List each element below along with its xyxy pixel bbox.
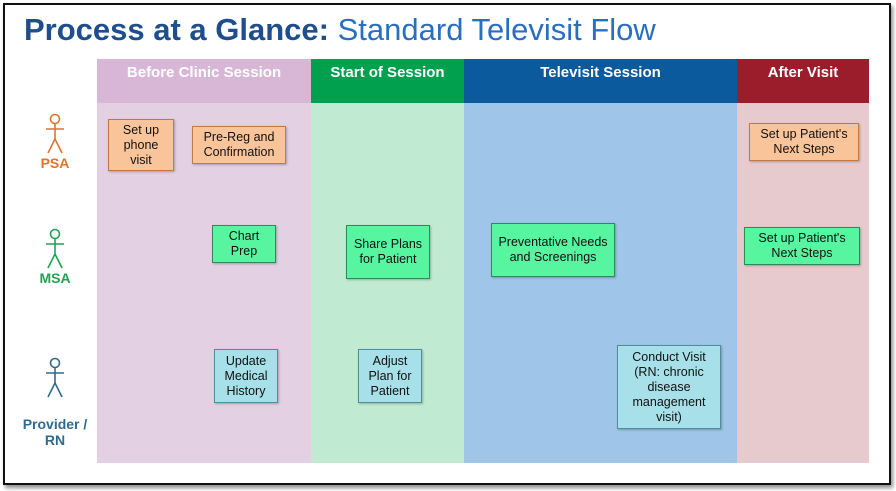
box-prereg-confirmation: Pre-Reg and Confirmation bbox=[192, 126, 286, 164]
diagram-frame: Process at a Glance: Standard Televisit … bbox=[3, 3, 891, 485]
lane-after-visit: After Visit bbox=[737, 59, 869, 463]
box-psa-next-steps: Set up Patient's Next Steps bbox=[749, 123, 859, 161]
role-msa: MSA bbox=[25, 228, 85, 286]
role-label-psa: PSA bbox=[40, 155, 70, 171]
lane-header-televisit: Televisit Session bbox=[464, 59, 737, 103]
person-icon bbox=[46, 228, 64, 269]
lane-header-after: After Visit bbox=[737, 59, 869, 103]
person-icon bbox=[46, 357, 64, 398]
lane-body-start bbox=[311, 103, 464, 463]
box-adjust-plan: Adjust Plan for Patient bbox=[358, 349, 422, 403]
role-label-msa: MSA bbox=[39, 270, 71, 286]
diagram-title: Process at a Glance: Standard Televisit … bbox=[24, 12, 656, 48]
box-setup-phone-visit: Set up phone visit bbox=[108, 119, 174, 171]
title-bold: Process at a Glance: bbox=[24, 12, 329, 47]
role-psa: PSA bbox=[25, 113, 85, 171]
lane-header-before: Before Clinic Session bbox=[97, 59, 311, 103]
box-preventative-needs: Preventative Needs and Screenings bbox=[491, 223, 615, 277]
box-msa-next-steps: Set up Patient's Next Steps bbox=[744, 227, 860, 265]
lane-header-start: Start of Session bbox=[311, 59, 464, 103]
role-label-provider-rn: Provider / RN bbox=[22, 415, 88, 449]
person-icon bbox=[46, 113, 64, 154]
box-chart-prep: Chart Prep bbox=[212, 225, 276, 263]
box-update-medical-history: Update Medical History bbox=[214, 349, 278, 403]
box-share-plans: Share Plans for Patient bbox=[346, 225, 430, 279]
box-conduct-visit: Conduct Visit (RN: chronic disease manag… bbox=[617, 345, 721, 429]
title-rest: Standard Televisit Flow bbox=[337, 12, 656, 47]
lane-start-session: Start of Session bbox=[311, 59, 464, 463]
role-provider-rn: Provider / RN bbox=[17, 340, 93, 466]
lane-body-after bbox=[737, 103, 869, 463]
